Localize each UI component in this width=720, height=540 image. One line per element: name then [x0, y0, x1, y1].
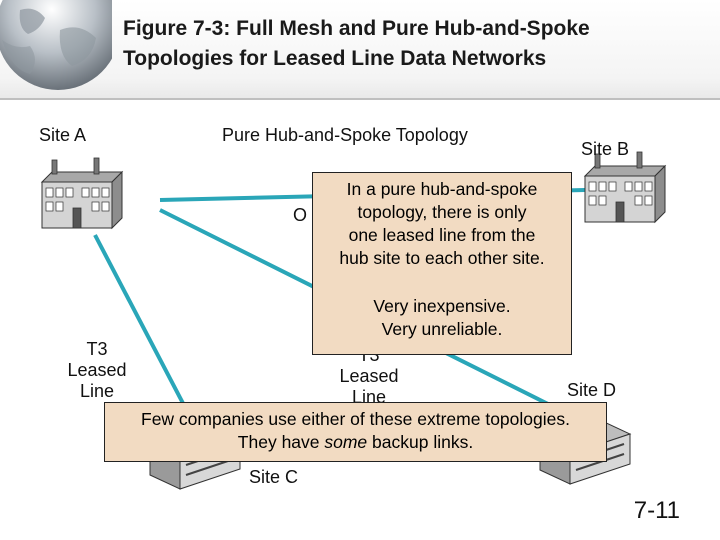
slide-title: Figure 7-3: Full Mesh and Pure Hub-and-S…	[123, 14, 703, 74]
left-link-line-2: Leased	[67, 360, 127, 380]
site-a-label: Site A	[39, 125, 87, 145]
site-d-label: Site D	[567, 380, 617, 400]
extreme-line-2-emphasis: some	[324, 432, 368, 452]
extreme-topologies-callout: Few companies use either of these extrem…	[104, 402, 607, 462]
site-b-building-icon	[584, 151, 666, 223]
diagram-heading: Pure Hub-and-Spoke Topology	[222, 125, 468, 145]
extreme-line-1: Few companies use either of these extrem…	[141, 409, 570, 429]
title-line-1: Figure 7-3: Full Mesh and Pure Hub-and-S…	[123, 17, 590, 40]
extreme-line-2-end: backup links.	[367, 432, 474, 452]
callout-cost-line-2: Very unreliable.	[381, 319, 503, 339]
slide-header: Figure 7-3: Full Mesh and Pure Hub-and-S…	[0, 0, 720, 100]
title-line-2: Topologies for Leased Line Data Networks	[123, 47, 547, 70]
callout-line-4: hub site to each other site.	[339, 248, 545, 268]
callout-cost-line-1: Very inexpensive.	[373, 296, 511, 316]
callout-line-2: topology, there is only	[357, 202, 527, 222]
callout-line-3: one leased line from the	[348, 225, 536, 245]
extreme-line-2-start: They have	[237, 432, 325, 452]
site-a-building-icon	[41, 157, 123, 229]
page-number: 7-11	[633, 497, 680, 524]
left-link-line-1: T3	[86, 339, 108, 359]
site-c-label: Site C	[249, 467, 299, 487]
hub-spoke-callout: In a pure hub-and-spoke topology, there …	[312, 172, 572, 355]
left-link-line-3: Line	[79, 381, 115, 401]
callout-line-1: In a pure hub-and-spoke	[346, 179, 538, 199]
globe-icon	[0, 0, 112, 90]
site-b-label: Site B	[581, 139, 630, 159]
left-link-label: T3 Leased Line	[62, 339, 132, 402]
extreme-line-2: They have some backup links.	[105, 431, 606, 454]
partial-label: O	[293, 205, 308, 225]
middle-link-line-2: Leased	[339, 366, 399, 386]
